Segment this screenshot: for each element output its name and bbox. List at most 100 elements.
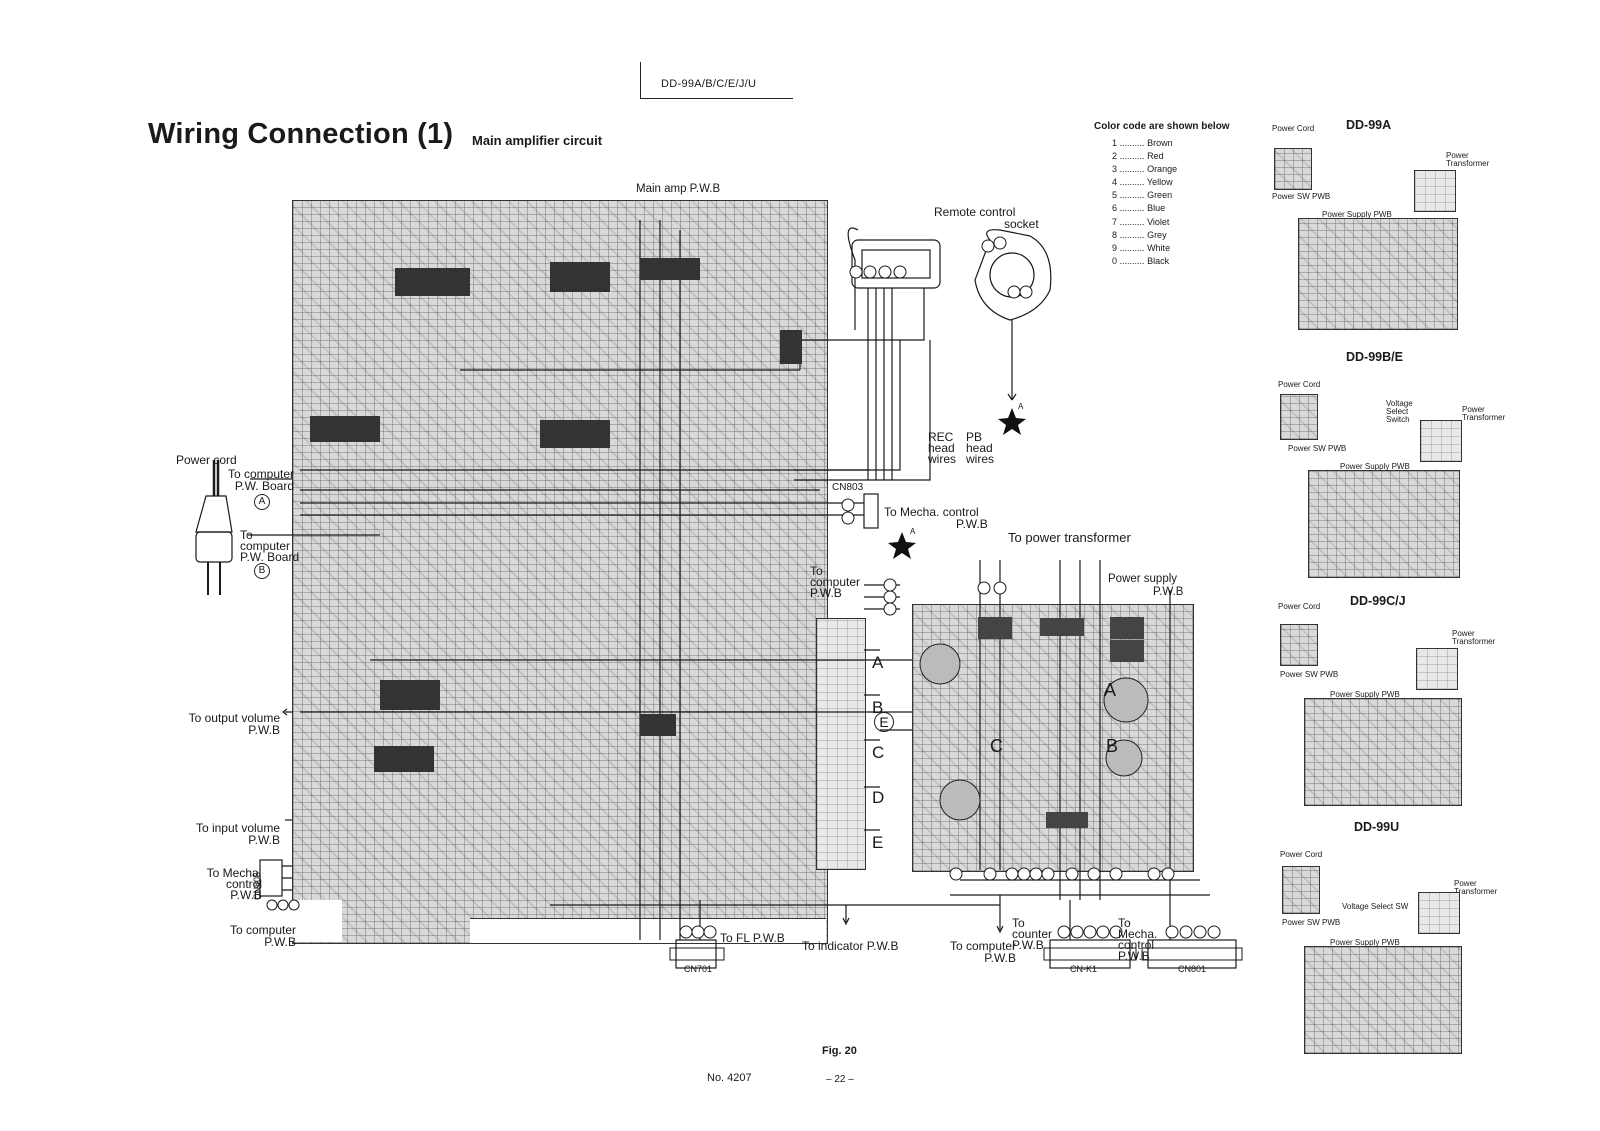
- color-code-row: 2 .......... Red: [1112, 151, 1164, 162]
- variant-sw-board: [1280, 624, 1318, 666]
- variant-power-supply-pwb: Power Supply PWB: [1330, 938, 1400, 947]
- star-a-label: A: [1018, 402, 1024, 411]
- pcb-cutout: [292, 900, 342, 942]
- star-a2-label: A: [910, 527, 916, 536]
- main-amp-pcb: [292, 200, 828, 944]
- color-code-row: 8 .......... Grey: [1112, 229, 1167, 240]
- page-title: Wiring Connection (1): [148, 118, 454, 150]
- color-code-row: 3 .......... Orange: [1112, 164, 1178, 175]
- variant-power-cord: Power Cord: [1272, 124, 1315, 133]
- variant-transformer: [1416, 648, 1458, 690]
- connector-letter-d: D: [872, 788, 885, 807]
- color-code-title: Color code are shown below: [1094, 121, 1230, 132]
- variant-power-sw-pwb: Power SW PWB: [1282, 918, 1341, 927]
- psu-letter-e: E: [874, 712, 894, 732]
- label-to-mecha-control-2: P.W.B: [956, 517, 988, 531]
- circle-marker-b: B: [254, 563, 270, 579]
- variant-power-supply-pwb: Power Supply PWB: [1340, 462, 1410, 471]
- variant-power-sw-pwb: Power SW PWB: [1288, 444, 1347, 453]
- variant-transformer: [1414, 170, 1456, 212]
- model-number: DD-99A/B/C/E/J/U: [661, 78, 757, 90]
- color-code-row: 5 .......... Green: [1112, 190, 1173, 201]
- connector-letters: A B C D E: [872, 640, 884, 865]
- page-subtitle: Main amplifier circuit: [472, 133, 603, 148]
- color-code-list: 1 .......... Brown 2 .......... Red 3 ..…: [1112, 137, 1177, 268]
- variant-transformer: [1420, 420, 1462, 462]
- connector-strip: [816, 618, 866, 870]
- variant-title-dd99be: DD-99B/E: [1346, 350, 1403, 364]
- label-main-amp-pwb: Main amp P.W.B: [636, 183, 721, 195]
- variant-power-cord: Power Cord: [1280, 850, 1323, 859]
- connector-letter-c: C: [872, 743, 885, 762]
- variant-power-sw-pwb: Power SW PWB: [1272, 192, 1331, 201]
- label-to-indicator-pwb: To indicator P.W.B: [802, 939, 899, 953]
- color-code-row: 1 .......... Brown: [1112, 138, 1173, 148]
- variant-psu-board: [1298, 218, 1458, 330]
- label-to-fl-pwb: To FL P.W.B: [720, 931, 785, 945]
- label-to-mecha-control-1: To Mecha. control: [884, 505, 979, 519]
- connector-letter-e: E: [872, 833, 884, 852]
- variant-sw-board: [1282, 866, 1320, 914]
- label-remote-control-2: socket: [1004, 217, 1039, 231]
- variant-title-dd99a: DD-99A: [1346, 118, 1392, 132]
- psu-letter-b: B: [1106, 736, 1119, 756]
- variant-voltage-select: Voltage Select SW: [1342, 902, 1409, 911]
- label-power-cord: Power cord: [176, 453, 237, 467]
- variant-transformer: [1418, 892, 1460, 934]
- label-cn-k1: CN-K1: [1070, 964, 1098, 974]
- label-cn701: CN701: [684, 964, 713, 974]
- label-cn805: CN805: [252, 871, 262, 900]
- connector-letter-a: A: [872, 653, 884, 672]
- variant-power-supply-pwb: Power Supply PWB: [1322, 210, 1392, 219]
- variant-sw-board: [1274, 148, 1312, 190]
- variant-title-dd99u: DD-99U: [1354, 820, 1400, 834]
- variant-power-supply-pwb: Power Supply PWB: [1330, 690, 1400, 699]
- variant-power-cord: Power Cord: [1278, 380, 1321, 389]
- document-number: No. 4207: [707, 1072, 752, 1084]
- label-power-supply-pwb-2: P.W.B: [1153, 586, 1184, 598]
- circle-marker-a: A: [254, 494, 270, 510]
- variant-psu-board: [1304, 946, 1462, 1054]
- variant-power-sw-pwb: Power SW PWB: [1280, 670, 1339, 679]
- label-cn801: CN801: [1178, 964, 1207, 974]
- color-code-row: 7 .......... Violet: [1112, 216, 1170, 227]
- color-code-row: 4 .......... Yellow: [1112, 177, 1173, 188]
- model-header-box: DD-99A/B/C/E/J/U: [640, 62, 793, 99]
- figure-number: Fig. 20: [822, 1045, 857, 1057]
- page-number: – 22 –: [826, 1074, 854, 1085]
- star-markers: [888, 408, 1026, 559]
- connector-letter-b: B: [872, 698, 884, 717]
- variant-sw-board: [1280, 394, 1318, 440]
- label-to-power-transformer: To power transformer: [1008, 530, 1131, 545]
- variant-title-dd99cj: DD-99C/J: [1350, 594, 1406, 608]
- color-code-row: 0 .......... Black: [1112, 255, 1170, 266]
- psu-letter-c: C: [990, 736, 1003, 756]
- variant-power-cord: Power Cord: [1278, 602, 1321, 611]
- psu-letter-a: A: [1104, 680, 1117, 700]
- label-remote-control-1: Remote control: [934, 205, 1016, 219]
- color-code-row: 6 .......... Blue: [1112, 203, 1166, 214]
- pcb-cutout: [470, 918, 826, 943]
- label-power-supply-pwb-1: Power supply: [1108, 573, 1178, 585]
- variant-psu-board: [1304, 698, 1462, 806]
- variant-psu-board: [1308, 470, 1460, 578]
- label-cn803: CN803: [832, 482, 864, 493]
